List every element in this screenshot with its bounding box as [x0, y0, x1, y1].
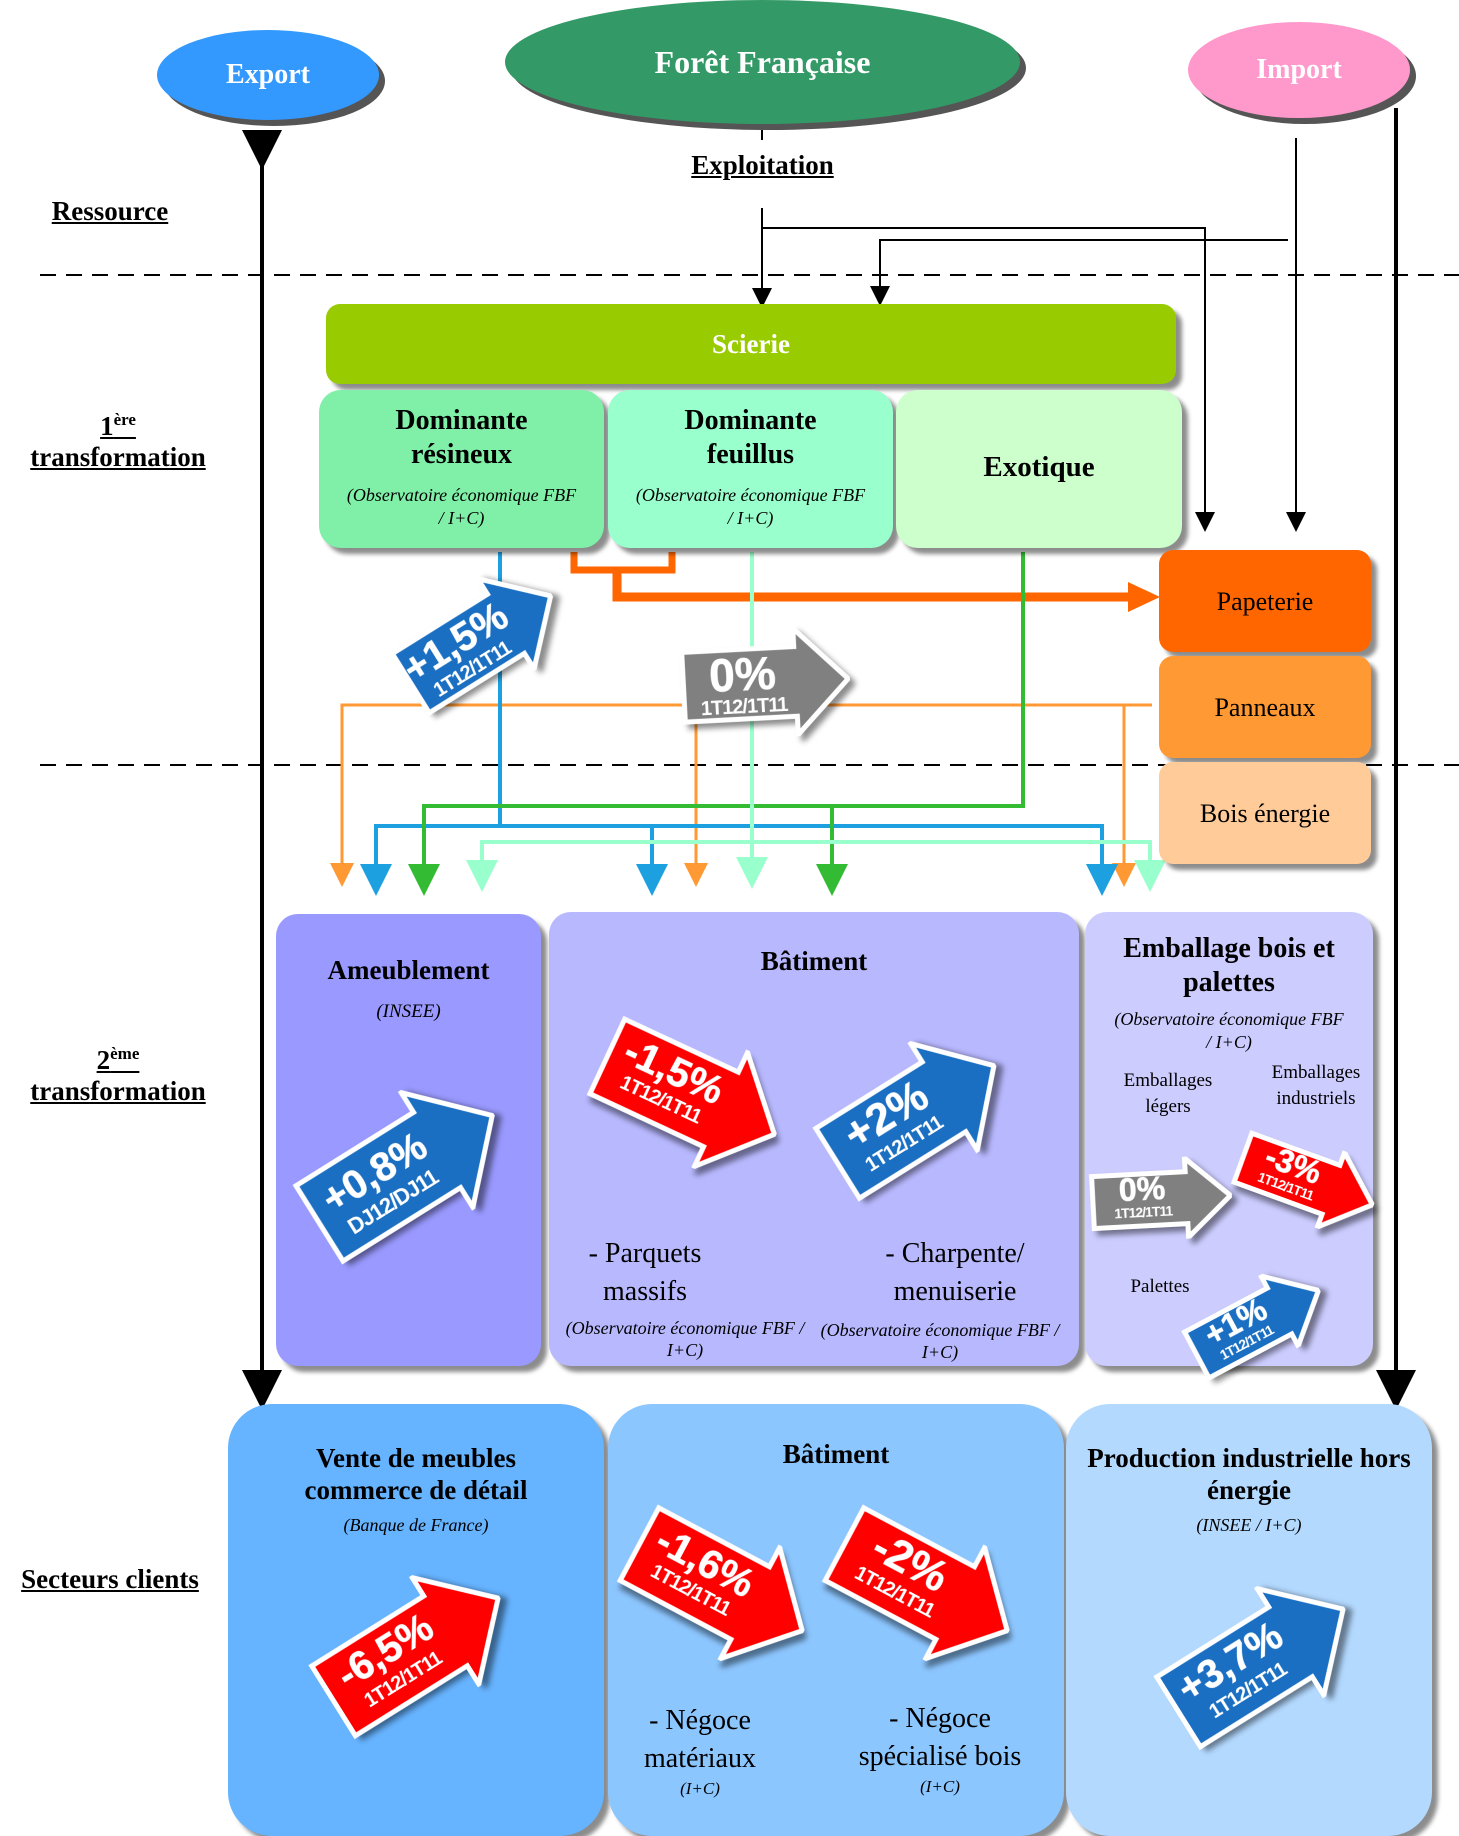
arrow-shape [1141, 1553, 1379, 1769]
badge-negoce-bois: -2% 1T12/1T11 [811, 1485, 1040, 1689]
arrow-shape [296, 1542, 534, 1758]
papeterie-box: Papeterie [1159, 550, 1371, 652]
panneaux-box: Panneaux [1159, 656, 1371, 758]
panneaux-label: Panneaux [1214, 693, 1316, 722]
industrie-source: (INSEE / I+C) [1196, 1515, 1302, 1535]
batiment-clients-title: Bâtiment [782, 1439, 890, 1469]
resineux-title: Dominante résineux [395, 405, 528, 470]
scierie-label: Scierie [712, 329, 790, 359]
feuillus-box: Dominante feuillus (Observatoire économi… [608, 390, 893, 548]
charpente-label: - Charpente/ menuiserie [885, 1238, 1025, 1307]
bois-energie-label: Bois énergie [1199, 799, 1331, 828]
badge-emballages-legers: 0% 1T12/1T11 [1088, 1154, 1234, 1243]
resineux-box: Dominante résineux (Observatoire économi… [319, 390, 604, 548]
badge-negoce-materiaux: -1,6% 1T12/1T11 [606, 1485, 835, 1689]
arrow-shape [1088, 1154, 1234, 1243]
export-node: Export [157, 30, 379, 120]
badge-industrie: +3,7% 1T12/1T11 [1141, 1553, 1379, 1769]
resineux-source: (Observatoire économique FBF / I+C) [346, 485, 577, 528]
import-label: Import [1256, 54, 1342, 85]
batiment-second-title: Bâtiment [760, 946, 868, 976]
section-second-transformation: 2ème transformation [30, 1044, 206, 1107]
arrow-shape [1226, 1118, 1387, 1244]
arrow-shape [811, 1485, 1040, 1689]
section-secteurs-clients: Secteurs clients [21, 1564, 199, 1594]
arrow-shape [379, 548, 581, 731]
badge-feuillus: 0% 1T12/1T11 [677, 624, 853, 743]
ameublement-title: Ameublement [327, 955, 490, 985]
exotique-label: Exotique [983, 451, 1095, 483]
emballage-title: Emballage bois et palettes [1123, 933, 1335, 998]
badge-palettes: +1% 1T12/1T11 [1175, 1253, 1339, 1392]
exotique-box: Exotique [896, 390, 1182, 548]
feuillus-source: (Observatoire économique FBF / I+C) [635, 485, 866, 528]
section-ressource: Ressource [51, 196, 169, 226]
arrow-shape [1175, 1253, 1339, 1392]
arrow-shape [800, 1010, 1030, 1221]
badge-meubles: -6,5% 1T12/1T11 [296, 1542, 534, 1758]
badge-ameublement: +0,8% DJ12/DJ11 [279, 1055, 531, 1285]
palettes-label: Palettes [1130, 1276, 1190, 1297]
section-first-transformation: 1ère transformation [30, 410, 206, 473]
parquets-source: (Observatoire économique FBF / I+C) [565, 1318, 805, 1360]
exploitation-label: Exploitation [691, 150, 834, 180]
bois-energie-box: Bois énergie [1159, 762, 1371, 864]
badge-parquets: -1,5% 1T12/1T11 [576, 996, 803, 1194]
ameublement-source: (INSEE) [376, 1001, 441, 1022]
papeterie-label: Papeterie [1216, 587, 1314, 616]
feuillus-title: Dominante feuillus [684, 405, 817, 470]
export-label: Export [226, 59, 310, 90]
badge-charpente: +2% 1T12/1T11 [800, 1010, 1030, 1221]
meubles-title: Vente de meubles commerce de détail [304, 1443, 528, 1506]
meubles-source: (Banque de France) [343, 1515, 489, 1535]
arrow-shape [606, 1485, 835, 1689]
badge-resineux: +1,5% 1T12/1T11 [379, 548, 581, 731]
emballages-legers-label: Emballages légers [1123, 1070, 1213, 1117]
negoce-bois-label: - Négoce spécialisé bois [858, 1703, 1022, 1772]
emballages-industriels-label: Emballages industriels [1271, 1062, 1361, 1109]
arrow-shape [576, 996, 803, 1194]
charpente-source: (Observatoire économique FBF / I+C) [820, 1320, 1060, 1362]
industrie-title: Production industrielle hors énergie [1087, 1443, 1411, 1506]
import-node: Import [1188, 22, 1410, 118]
arrow-shape [279, 1055, 531, 1285]
foret-node: Forêt Française [505, 0, 1020, 124]
parquets-label: - Parquets massifs [588, 1238, 702, 1307]
negoce-materiaux-source: (I+C) [680, 1779, 720, 1798]
badge-feuillus-value: 0% [707, 646, 778, 702]
emballage-box: Emballage bois et palettes (Observatoire… [1085, 912, 1373, 1366]
badge-emballages-industriels: -3% 1T12/1T11 [1226, 1118, 1387, 1244]
negoce-materiaux-label: - Négoce matériaux [644, 1705, 756, 1774]
foret-label: Forêt Française [654, 43, 871, 80]
negoce-bois-source: (I+C) [920, 1777, 960, 1796]
scierie-box: Scierie [326, 304, 1176, 384]
arrow-shape [677, 624, 853, 743]
emballage-source: (Observatoire économique FBF / I+C) [1114, 1009, 1344, 1052]
batiment-second-box: Bâtiment [549, 912, 1079, 1366]
